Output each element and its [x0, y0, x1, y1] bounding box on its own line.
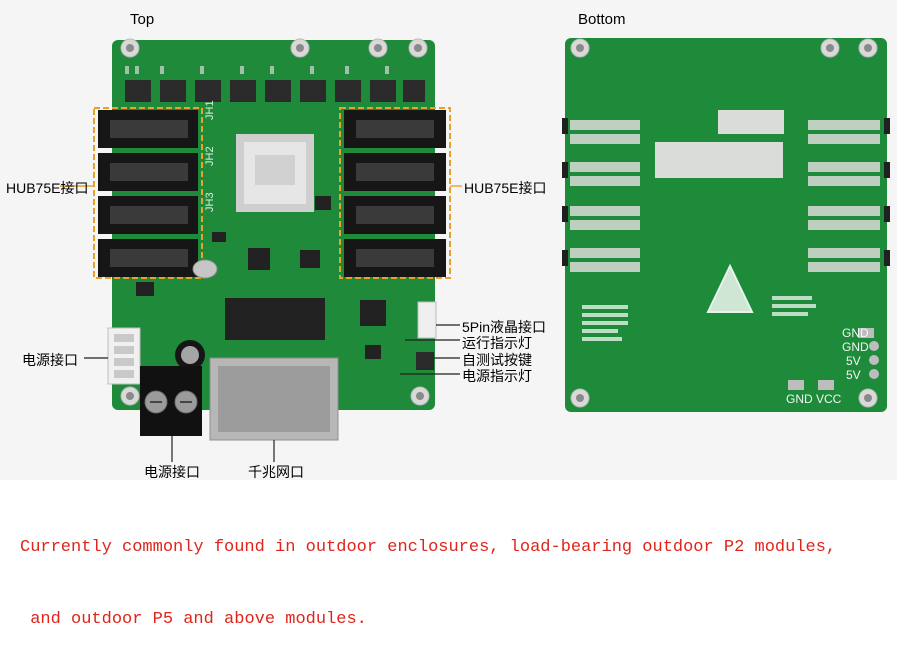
silkscreen-gnd-2: GND: [842, 340, 869, 354]
bottom-board: [562, 38, 890, 412]
silkscreen-jh3: JH3: [204, 192, 216, 212]
silkscreen-jh2: JH2: [204, 146, 216, 166]
label-run-led: 运行指示灯: [462, 335, 532, 351]
label-hub75e-left: HUB75E接口: [6, 180, 89, 196]
hub75e-connectors-right: [339, 107, 451, 279]
silkscreen-5v-2: 5V: [846, 368, 861, 382]
bottom-view-title: Bottom: [578, 11, 626, 28]
silkscreen-vcc: VCC: [816, 392, 842, 406]
caption-line-1: Currently commonly found in outdoor encl…: [20, 538, 837, 557]
board-illustration: [60, 38, 890, 462]
label-self-test-button: 自测试按键: [462, 352, 532, 368]
silkscreen-gnd-bottom: GND: [786, 392, 813, 406]
silkscreen-5v-1: 5V: [846, 354, 861, 368]
top-view-title: Top: [130, 11, 155, 28]
caption: Currently commonly found in outdoor encl…: [20, 488, 880, 656]
label-gigabit-port: 千兆网口: [248, 464, 304, 480]
top-board: [60, 38, 462, 462]
silkscreen-gnd-1: GND: [842, 326, 869, 340]
caption-line-2: and outdoor P5 and above modules.: [20, 610, 367, 629]
label-lcd-port: 5Pin液晶接口: [462, 319, 547, 335]
silkscreen-jh1: JH1: [204, 100, 216, 120]
label-power-port-left: 电源接口: [22, 352, 78, 368]
label-hub75e-right: HUB75E接口: [464, 180, 547, 196]
label-power-led: 电源指示灯: [462, 368, 532, 384]
label-power-port-bottom: 电源接口: [144, 464, 200, 480]
hub75e-connectors-left: [93, 107, 203, 279]
